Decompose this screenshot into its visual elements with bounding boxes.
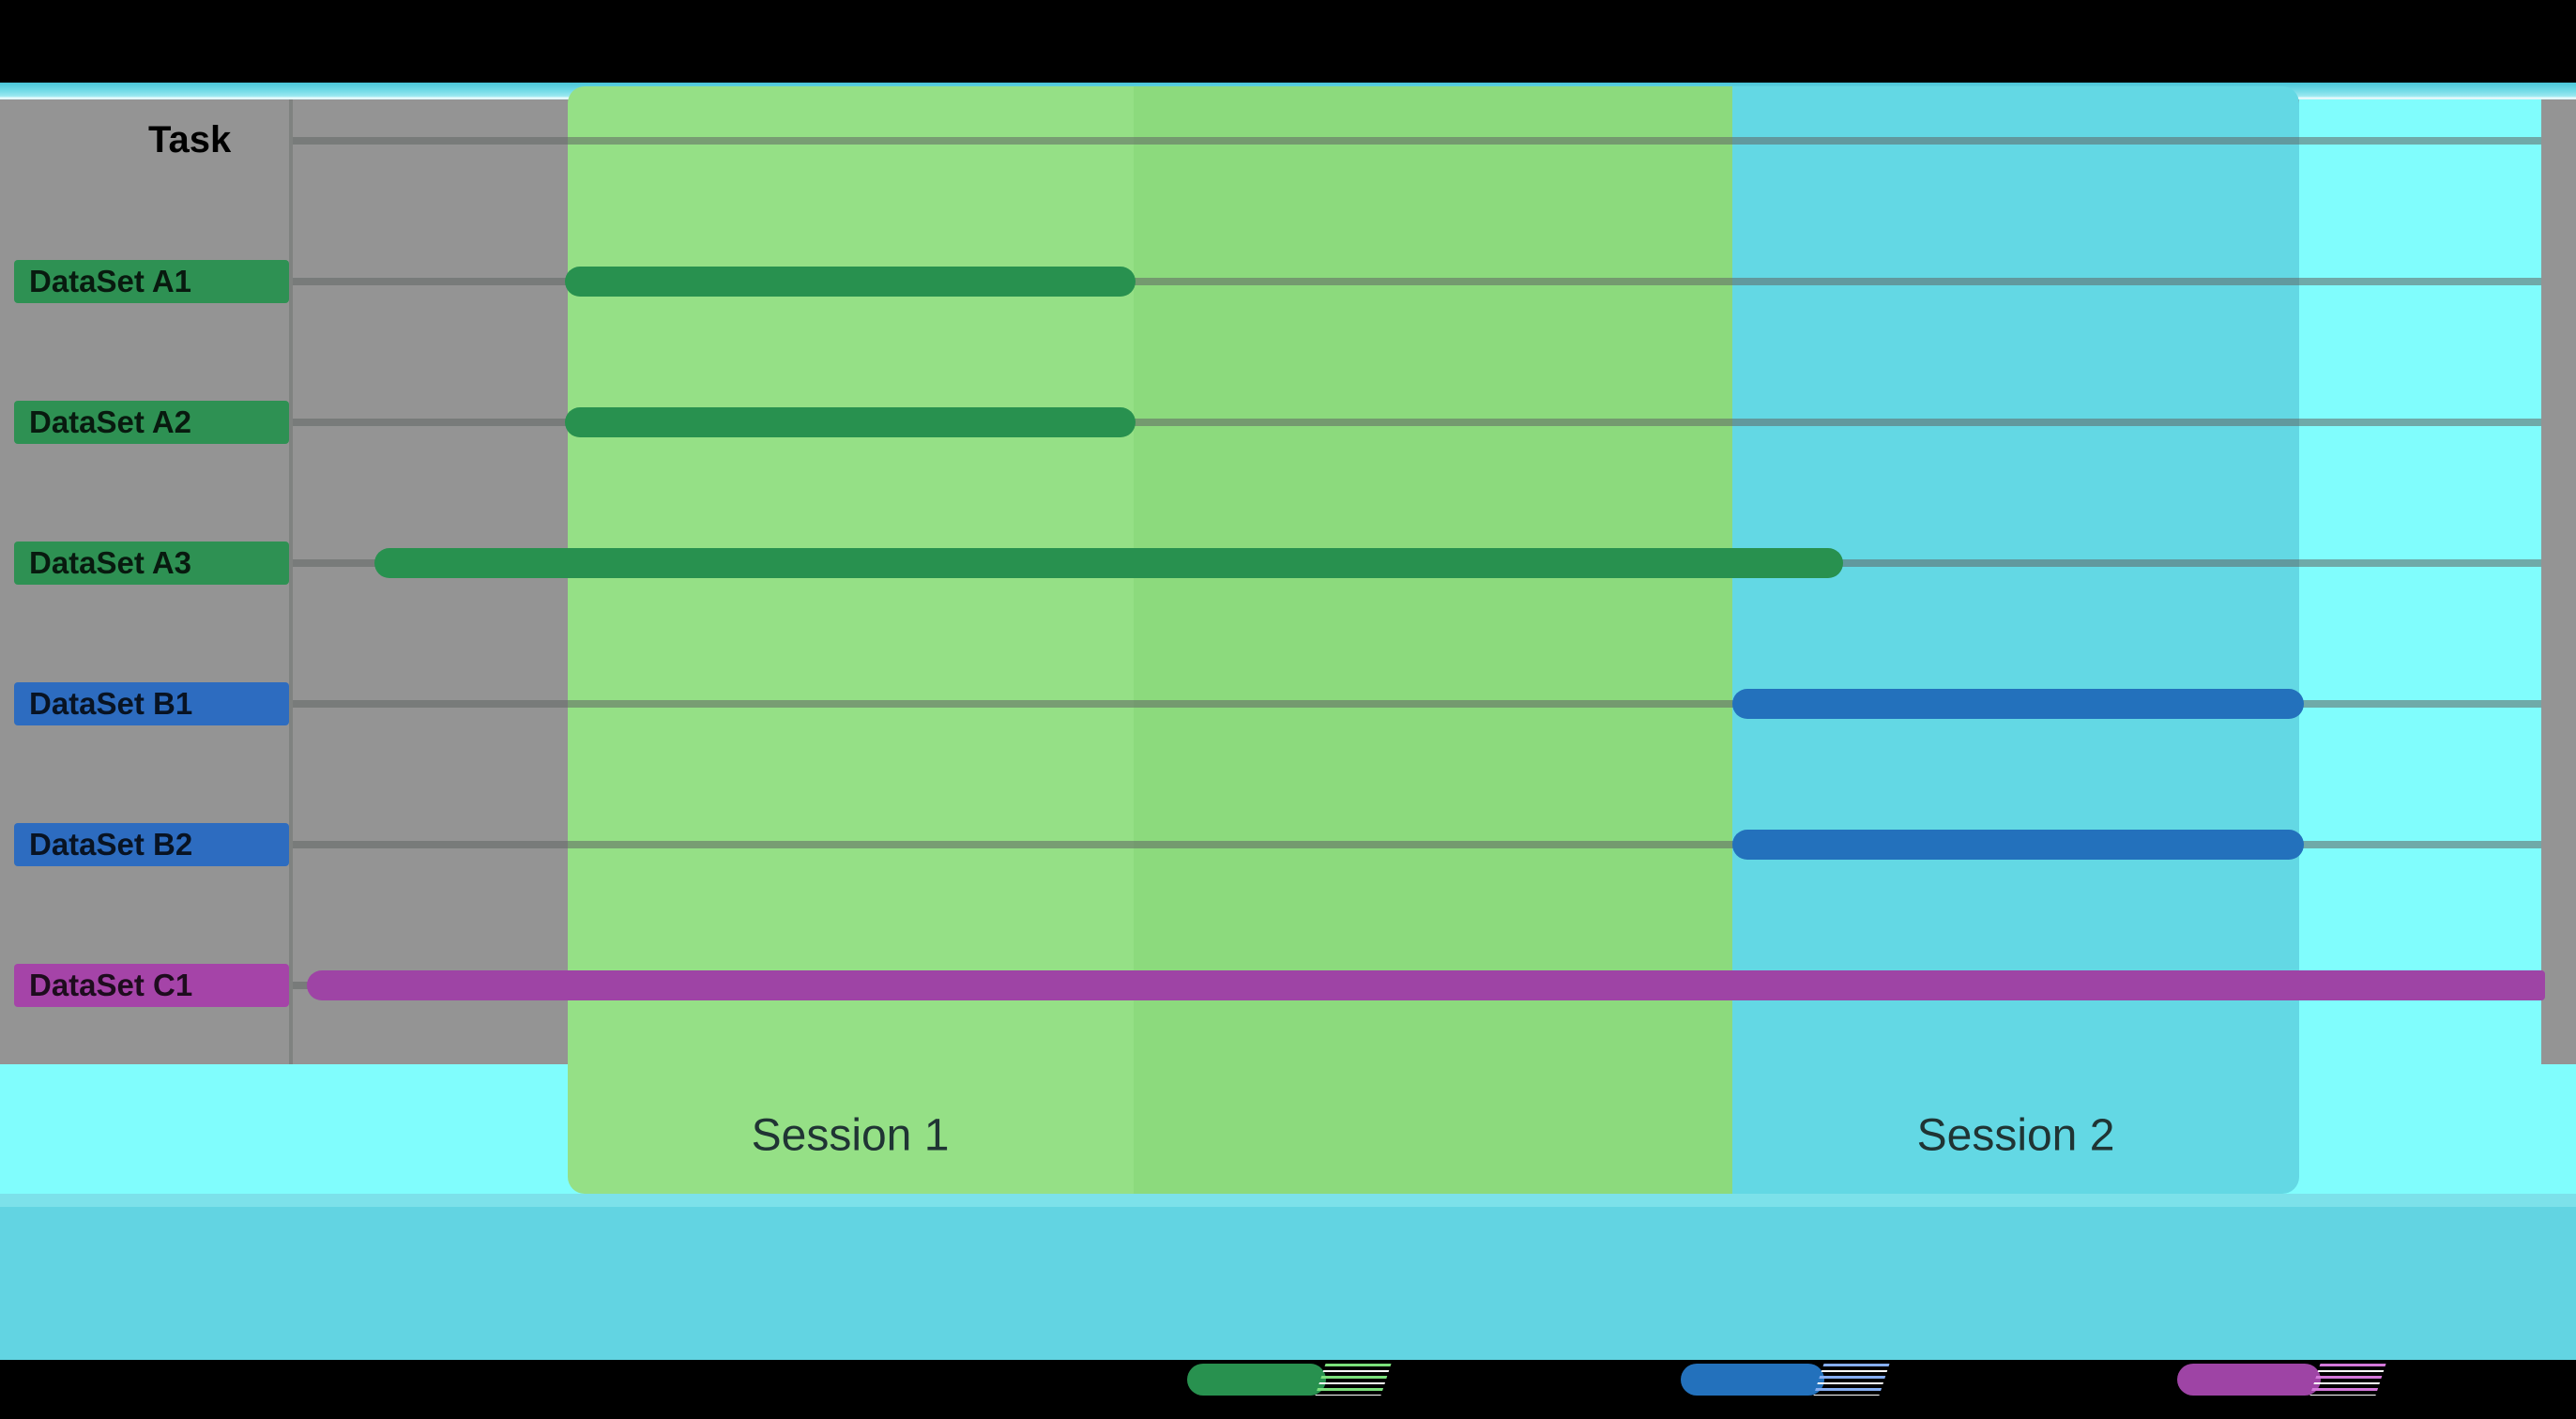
row-label-dataset-b1: DataSet B1 <box>14 682 289 725</box>
bar-dataset-b1 <box>1732 689 2304 719</box>
bar-dataset-a3 <box>374 548 1843 578</box>
session-label-2: Session 2 <box>1916 1110 2115 1161</box>
band-bright-band <box>2299 99 2541 1194</box>
top-letterbox-bar <box>0 0 2576 83</box>
legend-blue-slash-decoration <box>1813 1364 1890 1396</box>
row-label-dataset-c1: DataSet C1 <box>14 964 289 1007</box>
footer-cyan-area <box>0 1194 2576 1360</box>
band-session1-right <box>1134 86 1732 1194</box>
legend-purple-swatch <box>2177 1364 2321 1396</box>
column-header-task: Task <box>148 119 232 160</box>
legend-green-slash-decoration <box>1315 1364 1392 1396</box>
row-label-dataset-a1: DataSet A1 <box>14 260 289 303</box>
legend-purple-slash-decoration <box>2309 1364 2386 1396</box>
legend-green-swatch <box>1187 1364 1326 1396</box>
bar-dataset-c1 <box>307 970 2545 1000</box>
gridline-row-0 <box>291 137 2541 145</box>
gridline-row-4 <box>291 700 2541 708</box>
gridline-row-1 <box>291 278 2541 285</box>
row-label-dataset-a2: DataSet A2 <box>14 401 289 444</box>
y-axis-line <box>289 99 293 1064</box>
bar-dataset-a1 <box>565 267 1136 297</box>
row-label-dataset-a3: DataSet A3 <box>14 542 289 585</box>
band-session2 <box>1732 86 2299 1194</box>
band-session1-left <box>568 86 1134 1194</box>
row-label-dataset-b2: DataSet B2 <box>14 823 289 866</box>
bar-dataset-a2 <box>565 407 1136 437</box>
legend-blue-swatch <box>1681 1364 1824 1396</box>
gridline-row-2 <box>291 419 2541 426</box>
bar-dataset-b2 <box>1732 830 2304 860</box>
session-label-1: Session 1 <box>751 1110 950 1161</box>
gridline-row-5 <box>291 841 2541 848</box>
